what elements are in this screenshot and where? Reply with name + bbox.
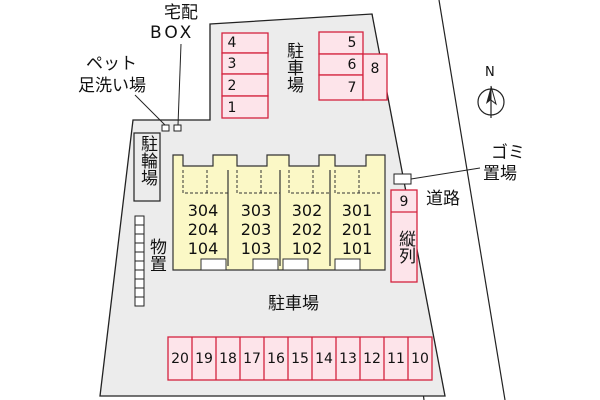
delivery-box-label-line1: 宅配 <box>164 3 198 23</box>
balcony-lines <box>182 170 380 194</box>
parking-slot-number: 16 <box>267 351 285 367</box>
unit-number: 203 <box>240 220 272 239</box>
parking-slot-number: 7 <box>347 80 357 96</box>
bicycle-parking-label: 駐輪場 <box>137 135 157 186</box>
apartment-building <box>172 154 386 271</box>
parking-slot-number: 1 <box>227 100 237 116</box>
parking-group-bottom <box>167 336 433 381</box>
parking-bottom-label: 駐車場 <box>268 294 319 314</box>
entrance-box <box>334 258 361 271</box>
pet-wash-label-line2: 足洗い場 <box>78 76 146 96</box>
parking-slot-number: 13 <box>339 351 357 367</box>
road-label: 道路 <box>426 189 460 209</box>
entrance-box <box>252 258 279 271</box>
parking-group-top-right <box>318 31 388 101</box>
entrance-box <box>200 258 227 271</box>
parking-slot-number: 3 <box>227 56 237 72</box>
bicycle-parking-area <box>133 132 161 202</box>
leader-line <box>177 43 182 126</box>
parking-slot-number: 4 <box>227 35 237 51</box>
parking-space <box>318 74 364 101</box>
unit-number: 102 <box>291 239 323 258</box>
storage-label: 物置 <box>146 238 166 272</box>
parking-slot-number: 9 <box>399 194 409 210</box>
unit-number: 303 <box>240 201 272 220</box>
parking-slot-number: 2 <box>227 78 237 94</box>
parking-slot-number: 15 <box>291 351 309 367</box>
unit-number: 302 <box>291 201 323 220</box>
parking-top-label: 駐車場 <box>283 42 303 93</box>
tandem-label: 縦列 <box>395 230 415 264</box>
parking-slot-number: 17 <box>243 351 261 367</box>
leader-line <box>410 167 481 180</box>
unit-number: 301 <box>341 201 373 220</box>
unit-number: 103 <box>240 239 272 258</box>
unit-number: 304 <box>187 201 219 220</box>
parking-slot-number: 10 <box>411 351 429 367</box>
unit-number: 201 <box>341 220 373 239</box>
pet-wash-marker <box>161 124 170 132</box>
delivery-box-label-line2: BOX <box>150 23 195 43</box>
building-outline <box>172 154 386 271</box>
entrance-box <box>282 258 309 271</box>
parking-space <box>167 336 433 381</box>
storage-sheds <box>134 215 145 307</box>
parking-space <box>362 53 388 101</box>
parking-slot-number: 12 <box>363 351 381 367</box>
parking-slot-number: 5 <box>347 35 357 51</box>
leader-line <box>134 94 166 126</box>
parking-slot-number: 18 <box>219 351 237 367</box>
compass-icon <box>477 85 505 118</box>
parking-slot-number: 14 <box>315 351 333 367</box>
unit-number: 202 <box>291 220 323 239</box>
road-edge-line <box>438 0 506 400</box>
garbage-area-marker <box>393 173 412 185</box>
parking-slot-number: 8 <box>370 61 380 77</box>
parking-space <box>390 189 418 283</box>
unit-number: 204 <box>187 220 219 239</box>
parking-tandem <box>390 189 418 283</box>
unit-number: 101 <box>341 239 373 258</box>
parking-slot-number: 6 <box>347 57 357 73</box>
garbage-label-line1: ゴミ <box>491 143 525 163</box>
parking-slot-number: 11 <box>387 351 405 367</box>
unit-number: 104 <box>187 239 219 258</box>
parking-slot-number: 20 <box>171 351 189 367</box>
parking-slot-number: 19 <box>195 351 213 367</box>
parking-space <box>221 95 269 119</box>
garbage-label-line2: 置場 <box>483 164 517 184</box>
delivery-box-marker <box>173 124 182 132</box>
pet-wash-label-line1: ペット <box>86 54 137 74</box>
parking-group-top-left <box>221 32 269 119</box>
compass-north-label: N <box>485 65 495 80</box>
